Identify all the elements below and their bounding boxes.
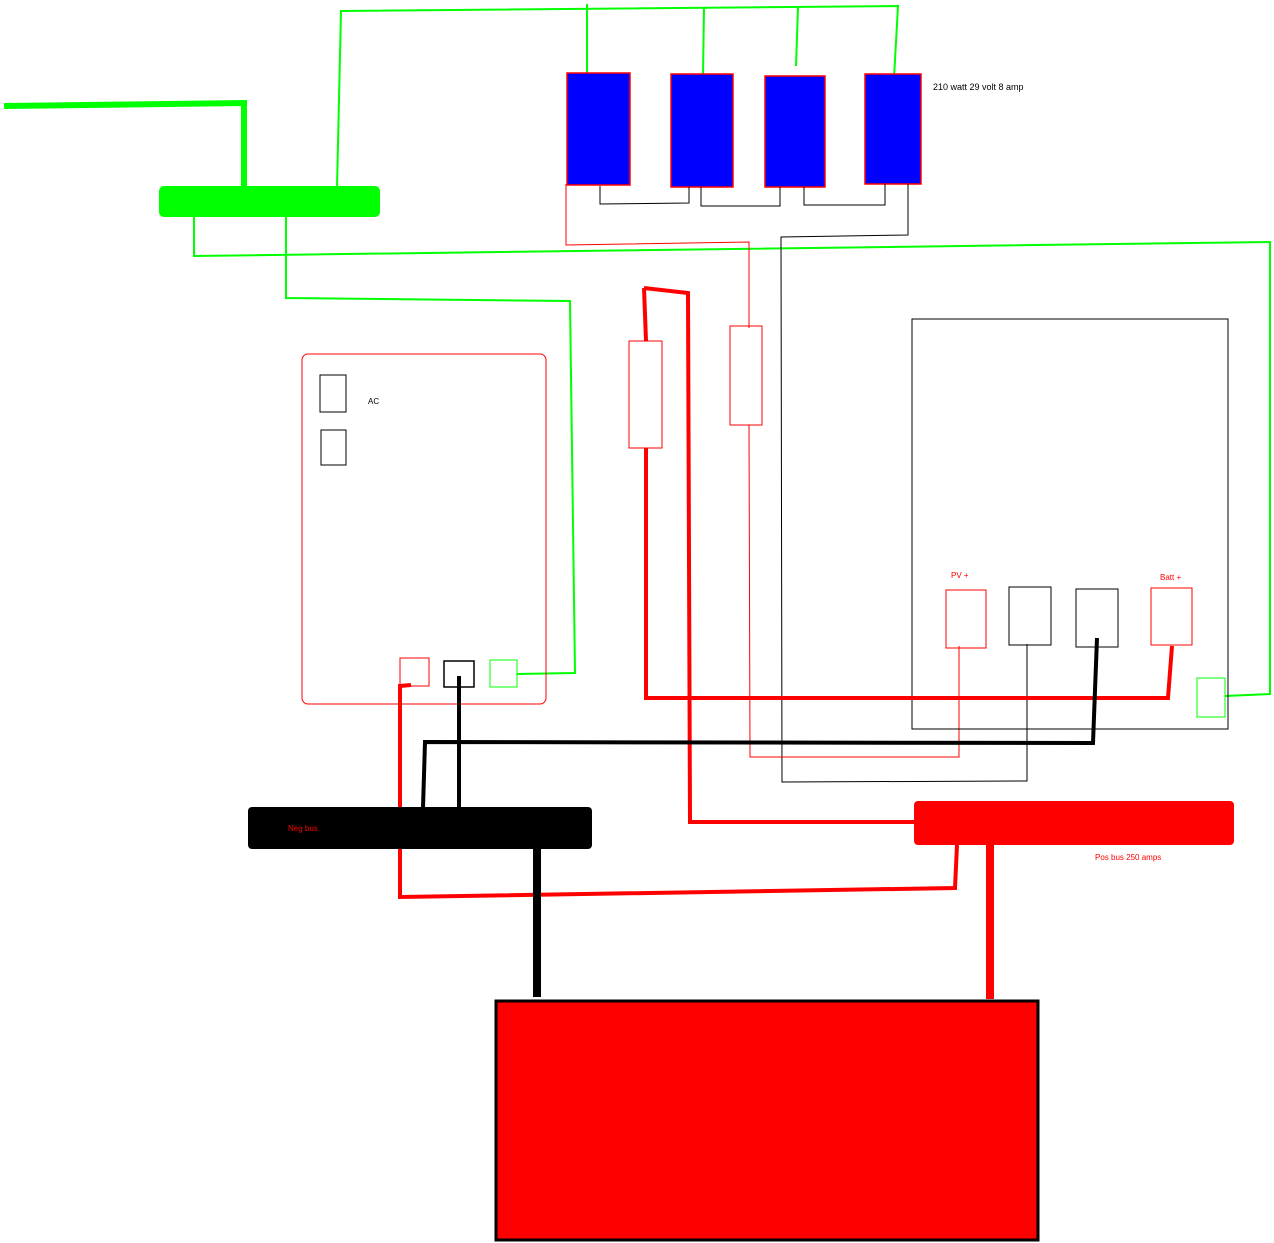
inverter-ground-terminal [489, 659, 518, 688]
inverter-positive-wire [398, 683, 959, 900]
charge-controller-body [911, 318, 1229, 730]
solar-panel [566, 72, 631, 186]
solar-panel-array [566, 72, 922, 188]
ground-panel-drop-2 [702, 7, 705, 77]
controller-batt-positive-wire-lower [644, 448, 1174, 700]
ground-bus-bar [159, 186, 380, 217]
controller-negative-wire [421, 637, 1099, 809]
inverter: AC [301, 353, 547, 705]
ground-wiring [3, 4, 1271, 697]
ground-to-inverter-wire [285, 214, 577, 675]
ground-panel-rail [336, 4, 900, 189]
battery-bank [494, 999, 1040, 1242]
solar-panel [670, 73, 734, 188]
pv-positive-wire-lower [748, 424, 960, 758]
ground-main-wire [3, 99, 247, 188]
controller-ground-terminal [1196, 677, 1226, 718]
ac-outlet [319, 374, 347, 413]
panel-series-links [599, 184, 886, 207]
controller-pv-pos-label: PV + [951, 571, 969, 580]
pv-positive-wire [565, 184, 750, 328]
neg-bus-bar [248, 807, 592, 849]
pv-positive-terminal [945, 589, 987, 649]
inverter-positive-terminal [399, 657, 430, 687]
panel-spec-label: 210 watt 29 volt 8 amp [933, 82, 1024, 92]
pv-negative-terminal [1008, 586, 1052, 646]
inverter-ac-label: AC [368, 397, 379, 406]
controller-batt-positive-wire-upper [642, 287, 648, 342]
pos-bus-label: Pos bus 250 amps [1095, 853, 1161, 862]
pos-bus-bar [914, 801, 1234, 845]
solar-panel [764, 75, 826, 188]
ground-to-controller-wire [193, 214, 1271, 697]
ground-panel-drop-3 [795, 7, 799, 67]
neg-bus-label: Neg bus [288, 824, 318, 833]
pv-negative-wire [780, 184, 1028, 783]
inverter-body [301, 353, 547, 705]
solar-panel [864, 73, 922, 185]
pv-breaker [729, 325, 763, 426]
batt-positive-terminal [1150, 587, 1193, 646]
ac-outlet [320, 429, 347, 466]
controller-batt-pos-label: Batt + [1160, 573, 1181, 582]
battery-fuse [628, 340, 663, 449]
controller-batt-positive-wire [643, 286, 916, 824]
